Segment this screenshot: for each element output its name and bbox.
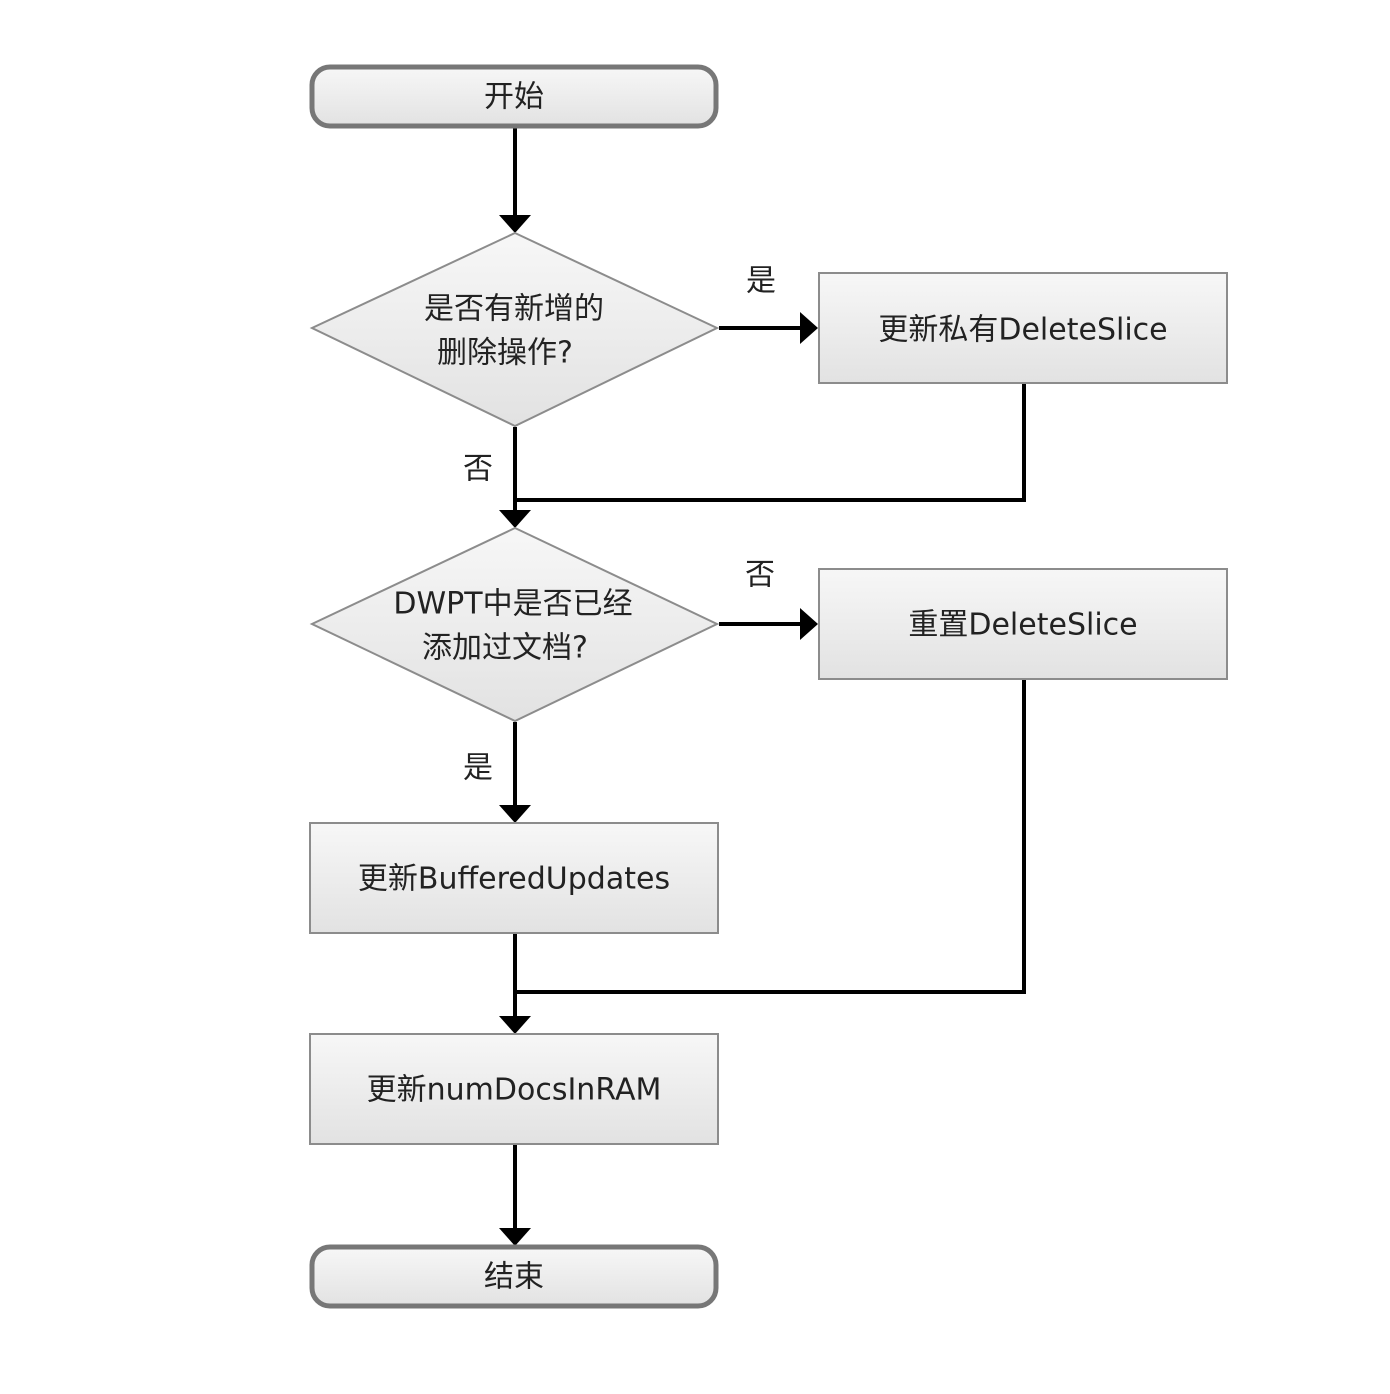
update-private-slice-label: 更新私有DeleteSlice xyxy=(878,313,1167,348)
arrowhead-update-private xyxy=(800,312,818,344)
edge-update-private-merge xyxy=(515,384,1026,502)
reset-slice-node: 重置DeleteSlice xyxy=(818,568,1228,680)
start-label: 开始 xyxy=(484,80,544,115)
edge-label-d2-no: 否 xyxy=(745,558,775,593)
update-buffered-label: 更新BufferedUpdates xyxy=(358,862,670,897)
decision1-label-line1: 是否有新增的 xyxy=(424,292,604,327)
arrowheads xyxy=(499,215,818,1246)
update-numdocs-node: 更新numDocsInRAM xyxy=(309,1033,719,1145)
decision-node-docs-added: DWPT中是否已经 添加过文档? xyxy=(309,526,720,723)
end-label: 结束 xyxy=(484,1260,544,1295)
edge-reset-merge xyxy=(515,680,1026,994)
update-private-slice-node: 更新私有DeleteSlice xyxy=(818,272,1228,384)
arrowhead-decision2 xyxy=(499,510,531,528)
end-node: 结束 xyxy=(309,1244,719,1309)
arrowhead-update-numdocs xyxy=(499,1016,531,1034)
update-buffered-node: 更新BufferedUpdates xyxy=(309,822,719,934)
connectors xyxy=(513,128,1026,1231)
decision-node-new-deletes: 是否有新增的 删除操作? xyxy=(309,231,720,428)
reset-slice-label: 重置DeleteSlice xyxy=(908,608,1137,643)
decision2-label-line1: DWPT中是否已经 xyxy=(393,587,632,622)
arrowhead-decision1 xyxy=(499,215,531,233)
arrowhead-end xyxy=(499,1228,531,1246)
arrowhead-update-buffered xyxy=(499,805,531,823)
edge-label-d2-yes: 是 xyxy=(463,751,493,786)
edge-label-d1-yes: 是 xyxy=(746,264,776,299)
decision2-label-line2: 添加过文档? xyxy=(422,631,588,666)
decision1-label-line2: 删除操作? xyxy=(437,336,573,371)
update-numdocs-label: 更新numDocsInRAM xyxy=(367,1073,662,1108)
arrowhead-reset-slice xyxy=(800,608,818,640)
start-node: 开始 xyxy=(309,64,719,129)
edge-label-d1-no: 否 xyxy=(463,452,493,487)
